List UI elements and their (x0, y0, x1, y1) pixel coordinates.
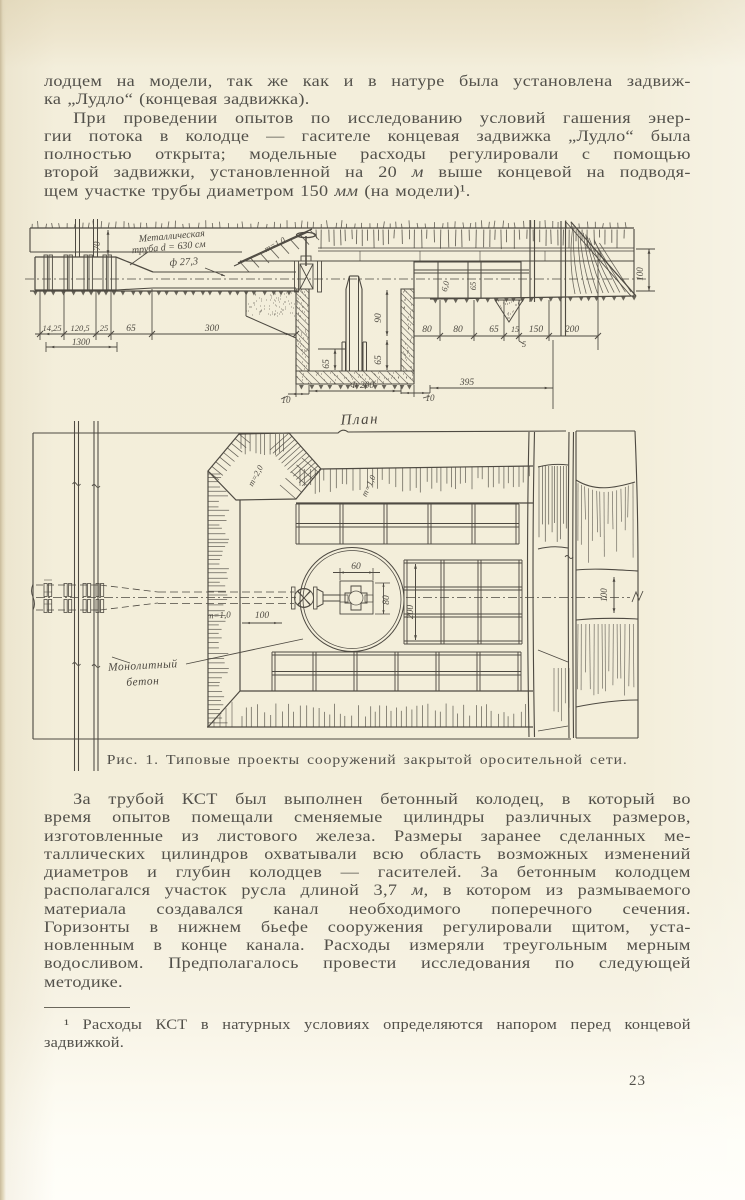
svg-text:100: 100 (599, 588, 609, 602)
svg-text:80: 80 (453, 325, 463, 335)
svg-text:200: 200 (406, 605, 416, 620)
svg-text:200: 200 (565, 325, 580, 335)
svg-text:План: План (339, 411, 379, 428)
svg-text:80: 80 (382, 595, 392, 605)
svg-text:65: 65 (489, 325, 499, 335)
svg-text:395: 395 (459, 378, 475, 388)
svg-text:65: 65 (374, 355, 384, 365)
svg-text:m=1,0: m=1,0 (207, 609, 232, 620)
svg-text:m=1,0: m=1,0 (262, 234, 287, 254)
svg-text:65: 65 (468, 282, 478, 291)
svg-text:10: 10 (426, 393, 436, 403)
svg-text:100: 100 (255, 611, 270, 621)
svg-text:Монолитный: Монолитный (107, 657, 178, 674)
svg-text:14,25: 14,25 (42, 323, 61, 333)
svg-text:m=1,0: m=1,0 (359, 473, 378, 498)
svg-text:80: 80 (422, 325, 432, 335)
svg-text:70: 70 (92, 241, 102, 251)
svg-text:Ф 200: Ф 200 (350, 381, 375, 391)
svg-text:90: 90 (374, 313, 384, 323)
svg-text:120,5: 120,5 (70, 323, 89, 333)
svg-text:1300: 1300 (72, 337, 91, 347)
svg-text:65: 65 (322, 359, 332, 369)
svg-text:15: 15 (511, 325, 519, 334)
svg-text:10: 10 (282, 395, 292, 405)
svg-text:бетон: бетон (126, 675, 160, 689)
svg-text:150: 150 (529, 325, 544, 335)
svg-text:100: 100 (635, 267, 645, 281)
svg-text:ф 27,3: ф 27,3 (169, 256, 198, 268)
svg-text:m=2,0: m=2,0 (246, 463, 266, 488)
svg-text:60: 60 (351, 562, 361, 572)
svg-text:25: 25 (100, 323, 109, 333)
svg-text:6,0: 6,0 (439, 279, 452, 293)
svg-text:300: 300 (204, 324, 220, 334)
svg-text:65: 65 (126, 324, 136, 334)
